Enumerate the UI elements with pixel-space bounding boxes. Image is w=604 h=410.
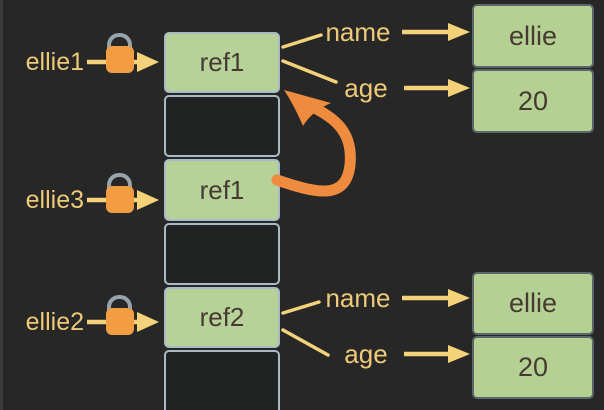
lock-shackle	[107, 173, 132, 197]
property-label-name: name	[325, 17, 391, 47]
left-edge-strip	[0, 0, 3, 410]
property-arrows	[402, 23, 470, 363]
arrow-right-icon	[402, 23, 470, 41]
object1-age-value: 20	[472, 69, 594, 133]
variable-label-ellie1: ellie1	[25, 48, 84, 76]
lock-body	[106, 308, 134, 335]
variable-label-ellie3: ellie3	[25, 186, 84, 214]
memory-cell: ref2	[164, 287, 280, 348]
memory-cell-empty	[164, 350, 280, 410]
connector-line	[281, 33, 323, 49]
arrow-right-icon	[402, 289, 470, 307]
property-label-age: age	[344, 339, 388, 369]
arrow-right-icon	[404, 345, 470, 363]
property-label-age: age	[344, 73, 388, 103]
curved-reference-arrow-icon	[271, 90, 356, 197]
memory-cell: ref1	[164, 159, 280, 221]
object1-name-value: ellie	[472, 4, 594, 68]
memory-cell: ref1	[164, 32, 280, 93]
object2-age-value: 20	[472, 336, 594, 399]
lock-body	[106, 46, 134, 73]
memory-cell-empty	[164, 223, 280, 285]
property-label-name: name	[325, 283, 391, 313]
connector-line	[281, 59, 338, 84]
variable-label-ellie2: ellie2	[25, 308, 84, 336]
object2-name-value: ellie	[472, 272, 594, 335]
memory-cell-empty	[164, 95, 280, 157]
memory-column: ref1 ref1 ref2	[164, 32, 280, 410]
connector-line	[281, 300, 321, 315]
lock-shackle	[107, 295, 132, 319]
connector-line	[281, 328, 330, 357]
lock-body	[106, 186, 134, 213]
lock-shackle	[107, 33, 132, 57]
arrow-right-icon	[404, 79, 470, 97]
